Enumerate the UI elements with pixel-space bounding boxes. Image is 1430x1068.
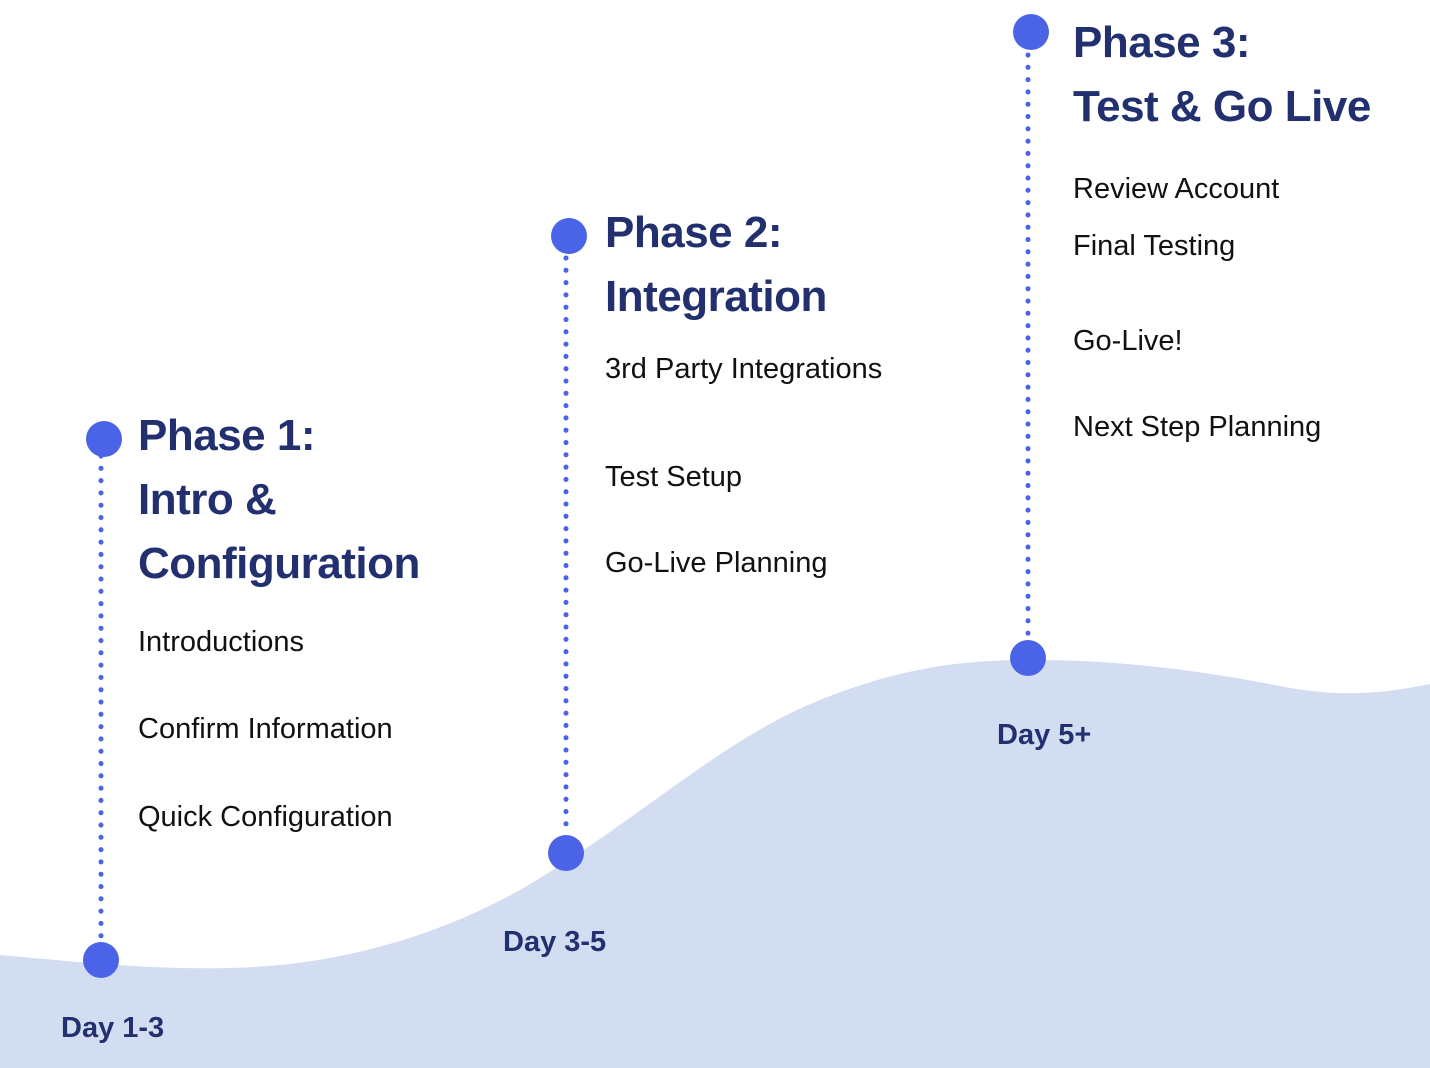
phase-2-item: 3rd Party Integrations (605, 353, 883, 385)
phase-1-item: Confirm Information (138, 713, 393, 745)
phase-3-item: Next Step Planning (1073, 411, 1322, 443)
phase-2-title-line-2: Integration (605, 272, 827, 321)
phase-2-day-label: Day 3-5 (503, 926, 607, 958)
phase-1-title-line-1: Phase 1: (138, 411, 315, 460)
phase-1-item: Introductions (138, 626, 305, 658)
phase-2-title: Phase 2: Integration (605, 201, 827, 329)
phase-3-title: Phase 3: Test & Go Live (1073, 11, 1371, 139)
phase-3-day-label: Day 5+ (997, 719, 1092, 751)
phase-1-title-line-3: Configuration (138, 539, 420, 588)
phase-2-item: Test Setup (605, 461, 743, 493)
phase-1-title: Phase 1: Intro & Configuration (138, 404, 420, 596)
phase-1-bottom-dot (83, 942, 119, 978)
phase-3-item: Final Testing (1073, 230, 1236, 262)
phase-2-bottom-dot (548, 835, 584, 871)
phase-3-title-line-2: Test & Go Live (1073, 82, 1371, 131)
phase-2-top-dot (551, 218, 587, 254)
phase-2-title-line-1: Phase 2: (605, 208, 782, 257)
phase-1-title-line-2: Intro & (138, 475, 277, 524)
phase-1-day-label: Day 1-3 (61, 1012, 165, 1044)
phase-3-top-dot (1013, 14, 1049, 50)
phase-3-item: Review Account (1073, 173, 1280, 205)
phase-1-item: Quick Configuration (138, 801, 393, 833)
phase-3-bottom-dot (1010, 640, 1046, 676)
phase-2-item: Go-Live Planning (605, 547, 828, 579)
phase-1-top-dot (86, 421, 122, 457)
phase-3-item: Go-Live! (1073, 325, 1183, 357)
phase-3-title-line-1: Phase 3: (1073, 18, 1250, 67)
progress-wave (0, 660, 1430, 1068)
